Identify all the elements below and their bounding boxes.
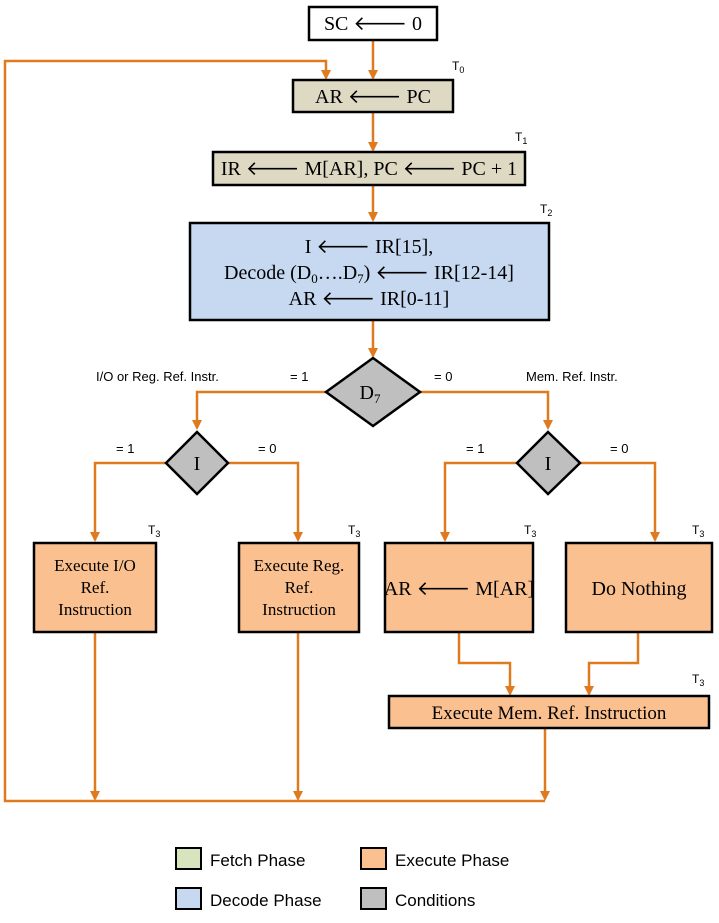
legend-item-fetch: Fetch Phase: [175, 847, 305, 870]
edge-ir-to-do-nothing: [580, 461, 660, 542]
edge-il-to-exec-io: [90, 461, 166, 542]
node-ar-pc: AR 🡐 PC T0: [291, 59, 464, 114]
connectors: [3, 40, 660, 803]
label-d7-eq1: = 1: [290, 369, 308, 384]
node-d7-condition: D7: [323, 356, 423, 428]
node-ar-mar-label: AR 🡐 M[AR]: [384, 578, 534, 600]
label-il-eq0: = 0: [258, 441, 276, 456]
legend-label-execute: Execute Phase: [395, 851, 509, 870]
node-do-nothing-label: Do Nothing: [592, 578, 687, 600]
legend-swatch-execute: [360, 847, 387, 870]
node-exec-mem-label: Execute Mem. Ref. Instruction: [432, 703, 667, 724]
edge-d7-left: [192, 390, 326, 430]
node-exec-io-line1: Execute I/O: [54, 556, 136, 575]
label-il-eq1: = 1: [116, 441, 134, 456]
legend-swatch-fetch: [175, 847, 202, 870]
node-i-left-condition: I: [164, 430, 230, 496]
node-init-label: SC 🡐 0: [324, 11, 422, 35]
legend-swatch-conditions: [360, 887, 387, 910]
timing-t2: T2: [540, 202, 552, 218]
node-init: SC 🡐 0: [307, 5, 439, 42]
timing-t3-io: T3: [148, 523, 160, 539]
node-exec-reg: Execute Reg. Ref. Instruction T3: [237, 523, 360, 634]
legend-swatch-decode: [175, 887, 202, 910]
legend-item-conditions: Conditions: [360, 887, 475, 910]
node-decode-line2: Decode (D0….D7) 🡐 IR[12-14]: [224, 262, 514, 286]
label-io-reg-instr: I/O or Reg. Ref. Instr.: [96, 369, 219, 384]
node-exec-io: Execute I/O Ref. Instruction T3: [32, 523, 160, 634]
node-fetch-ir-label: IR 🡐 M[AR], PC 🡐 PC + 1: [221, 158, 517, 180]
node-i-left-label: I: [194, 453, 201, 475]
edge-do-nothing-to-exec-mem: [584, 632, 640, 696]
node-ar-mar: AR 🡐 M[AR] T3: [383, 523, 536, 634]
node-d7-label: D7: [360, 382, 381, 406]
edge-ar-mar-to-exec-mem: [457, 632, 515, 696]
node-exec-mem: Execute Mem. Ref. Instruction T3: [387, 672, 711, 730]
timing-t3-mem: T3: [692, 672, 704, 688]
node-exec-io-line3: Instruction: [58, 600, 132, 619]
legend-label-decode: Decode Phase: [210, 891, 322, 910]
edge-loop-back: [3, 59, 545, 803]
node-fetch-ir: IR 🡐 M[AR], PC 🡐 PC + 1 T1: [211, 130, 527, 187]
edge-ir-to-ar-mar: [440, 461, 517, 542]
node-ar-pc-label: AR 🡐 PC: [315, 86, 431, 108]
timing-t3-reg: T3: [348, 523, 360, 539]
node-decode-line1: I 🡐 IR[15],: [305, 236, 434, 258]
timing-t3-ar-mar: T3: [524, 523, 536, 539]
timing-t0: T0: [452, 59, 464, 75]
legend-item-decode: Decode Phase: [175, 887, 322, 910]
node-do-nothing: Do Nothing T3: [564, 523, 714, 634]
node-exec-reg-line1: Execute Reg.: [254, 556, 345, 575]
edge-il-to-exec-reg: [228, 461, 303, 542]
legend-label-fetch: Fetch Phase: [210, 851, 305, 870]
timing-t3-do-nothing: T3: [692, 523, 704, 539]
edge-d7-right: [420, 390, 553, 430]
label-d7-eq0: = 0: [434, 369, 452, 384]
node-decode-line3: AR 🡐 IR[0-11]: [289, 288, 450, 310]
legend: Fetch Phase Execute Phase Decode Phase C…: [175, 847, 509, 910]
label-ir-eq0: = 0: [610, 441, 628, 456]
legend-item-execute: Execute Phase: [360, 847, 509, 870]
node-decode: I 🡐 IR[15], Decode (D0….D7) 🡐 IR[12-14] …: [188, 202, 552, 322]
node-i-right-condition: I: [515, 430, 582, 496]
label-ir-eq1: = 1: [466, 441, 484, 456]
node-exec-reg-line3: Instruction: [262, 600, 336, 619]
label-mem-ref-instr: Mem. Ref. Instr.: [526, 369, 618, 384]
node-exec-reg-line2: Ref.: [285, 578, 314, 597]
node-i-right-label: I: [545, 453, 552, 475]
node-exec-io-line2: Ref.: [81, 578, 110, 597]
legend-label-conditions: Conditions: [395, 891, 475, 910]
timing-t1: T1: [515, 130, 527, 146]
